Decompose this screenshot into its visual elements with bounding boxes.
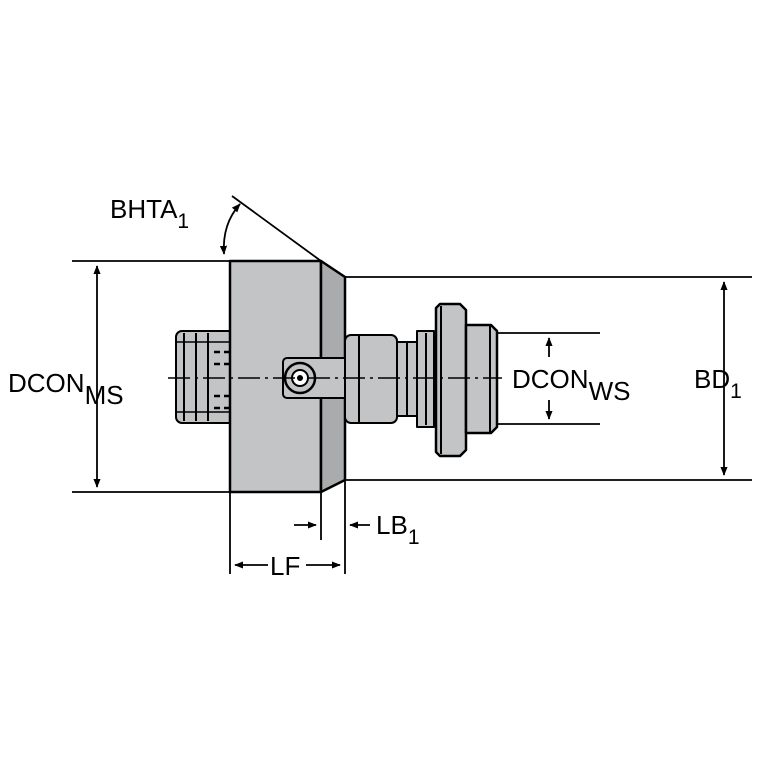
bd1-label: BD1 — [694, 364, 742, 403]
dcon-ws-label-main: DCON — [512, 364, 589, 394]
dcon-ms-label: DCONMS — [8, 368, 124, 410]
bhta1-label-main: BHTA — [110, 194, 178, 224]
dimension-lines — [72, 195, 752, 574]
lb1-label: LB1 — [376, 510, 420, 549]
bhta1-label: BHTA1 — [110, 194, 189, 233]
bd1-label-main: BD — [694, 364, 730, 394]
work-side-coupling — [344, 302, 499, 458]
adapter-body — [228, 259, 360, 494]
dcon-ws-label: DCONWS — [512, 364, 630, 406]
dcon-ms-label-main: DCON — [8, 368, 85, 398]
tool-adapter — [175, 259, 499, 494]
dcon-ws-label-sub: WS — [589, 376, 631, 406]
lf-label: LF — [270, 551, 300, 581]
dcon-ms-label-sub: MS — [85, 380, 124, 410]
lb1-label-sub: 1 — [408, 526, 420, 549]
bd1-label-sub: 1 — [730, 380, 742, 403]
lb1-label-main: LB — [376, 510, 408, 540]
bhta1-label-sub: 1 — [177, 210, 189, 233]
bhta1-angle-arc — [219, 203, 241, 255]
